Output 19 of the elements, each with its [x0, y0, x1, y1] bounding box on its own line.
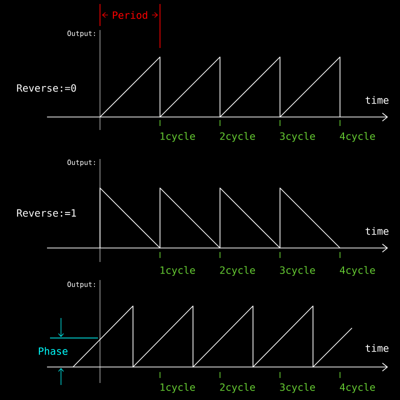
- tick-label: 1cycle: [160, 266, 195, 276]
- tick-label: 3cycle: [280, 383, 315, 393]
- row-label: Reverse:=0: [17, 84, 76, 92]
- axis-label: time: [366, 227, 388, 235]
- tick-label: 2cycle: [220, 266, 255, 276]
- dimension-label: Period: [112, 11, 148, 19]
- tick-label: 4cycle: [340, 132, 375, 142]
- tick-label: 3cycle: [280, 132, 315, 142]
- tick-label: 2cycle: [220, 132, 255, 142]
- tick-label: 1cycle: [160, 132, 195, 142]
- tick-label: 3cycle: [280, 266, 315, 276]
- tick-label: 2cycle: [220, 383, 255, 393]
- tick-label: 1cycle: [160, 383, 195, 393]
- dimension-label: Phase: [38, 347, 68, 355]
- tick-label: 4cycle: [340, 383, 375, 393]
- tick-label: 4cycle: [340, 266, 375, 276]
- axis-label: time: [366, 96, 388, 104]
- axis-label: time: [366, 344, 388, 352]
- row-label: Reverse:=1: [17, 209, 76, 217]
